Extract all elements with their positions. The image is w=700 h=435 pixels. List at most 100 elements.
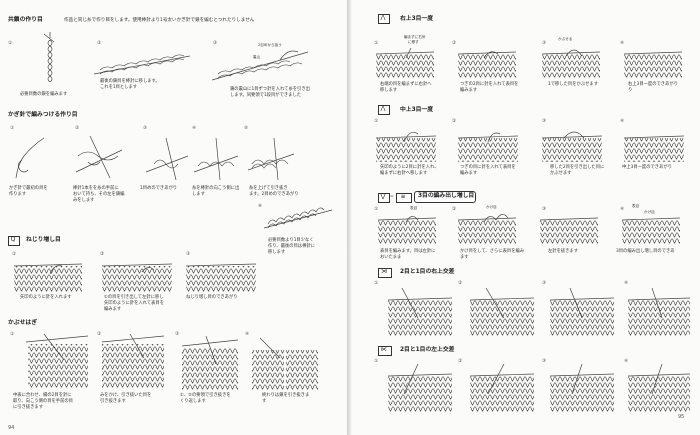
step-caption: 左針を抜きます — [548, 249, 579, 254]
equals-sign: = — [390, 194, 394, 199]
right-cross-icon: ⋊ — [381, 268, 387, 275]
symbol-box — [378, 268, 392, 278]
bind-off-swatch-diagram — [181, 336, 239, 390]
step-caption: 編みます — [460, 88, 478, 93]
cable-swatch-diagram — [550, 288, 615, 336]
step-caption: ①の目を引き出して左針に移し — [104, 295, 164, 300]
step-number: ⑤ — [244, 126, 249, 131]
knit-swatch-diagram — [376, 48, 435, 78]
step-number: ① — [10, 332, 15, 337]
callout-label: 表目 — [632, 204, 640, 208]
pick-up-loops-diagram — [211, 50, 309, 81]
cable-swatch-diagram — [628, 364, 691, 412]
first-stitch-diagram — [145, 137, 189, 181]
step-caption: つぎの目に針を入れて表目を — [460, 165, 516, 170]
section-title: 3目の編み出し増し目 — [418, 193, 475, 199]
step-caption: 移した2目を引き出した目に — [550, 165, 605, 170]
callout-label: かけ目 — [644, 210, 655, 214]
cable-swatch-diagram — [388, 364, 453, 412]
step-number: ③ — [186, 252, 191, 257]
bind-off-swatch-diagram — [101, 334, 165, 388]
callout-label: 編まずに右針 — [404, 35, 426, 39]
left-cross-icon: ⋉ — [381, 346, 387, 353]
step-caption: かけ目をして、さらに表目を編み — [460, 249, 525, 254]
cable-swatch-diagram — [628, 288, 691, 336]
callout-label: かぶせる — [558, 37, 573, 41]
chain-on-needle-diagram — [93, 54, 191, 75]
book-gutter — [347, 0, 352, 435]
knit-swatch-diagram — [102, 263, 173, 292]
page-number: 95 — [678, 414, 685, 420]
center-3-together-icon: ⋀ — [380, 105, 386, 112]
callout-label: に移す — [408, 40, 419, 44]
step-caption: 表目を編みます。目は左針に — [380, 249, 436, 254]
section-title: かぶせはぎ — [8, 320, 37, 326]
step-number: ④ — [624, 359, 629, 364]
step-caption: 中上3目一度のできあがり — [622, 165, 672, 170]
step-caption: します — [192, 192, 205, 197]
step-number: ③ — [143, 126, 148, 131]
knit-swatch-diagram — [542, 131, 603, 162]
step-number: ② — [452, 119, 457, 124]
step-caption: 中表に合わせ、縁の2目を針に — [13, 393, 72, 398]
section-title: 2目と1目の左上交差 — [400, 347, 455, 353]
cable-swatch-diagram — [470, 364, 535, 412]
step-caption: 鎖の裏山に1目ずつ針を入れて糸を引き出 — [230, 87, 310, 92]
step-caption: 作ります — [9, 192, 27, 197]
step-number: ④ — [620, 119, 625, 124]
step-number: ④ — [192, 126, 197, 131]
step-caption: 引き抜きます — [100, 399, 126, 404]
step-caption: 必要目数より1目少なく — [268, 238, 314, 243]
section-title: 2目と1目の右上交差 — [400, 269, 455, 275]
cast-on-row-diagram — [263, 207, 333, 229]
step-caption: 取り、向こう側の目を手前の目 — [13, 399, 73, 404]
chain-diagram — [43, 32, 55, 83]
step-caption: 矢印のように2目に針を入れ、 — [380, 165, 439, 170]
step-caption: 終わりは鎖を引き抜きま — [262, 393, 310, 398]
step-caption: くり返します — [180, 399, 206, 404]
step-caption: おいたまま — [380, 255, 402, 260]
right-page: ⋀ 右上3目一度 ① ② ③ ④ 編まずに右針 に移す かぶせる 右端の目を編ま… — [352, 0, 700, 435]
step-number: ② — [458, 359, 463, 364]
symbol-box — [378, 105, 390, 115]
knit-swatch-diagram — [14, 263, 83, 292]
step-caption: 右端の目を編まずに右針へ — [380, 82, 432, 87]
step-caption: 必要目数の鎖を編みます — [20, 92, 68, 97]
step-caption: します。同要領で1段目ができました — [230, 93, 302, 98]
step-number: ② — [452, 207, 457, 212]
step-number: ① — [8, 41, 13, 46]
step-number: ③ — [175, 332, 180, 337]
step-caption: 編みます — [460, 171, 478, 176]
step-number: ④ — [620, 207, 625, 212]
step-number: ⑥ — [258, 204, 263, 209]
step-caption: 矢印のように針を入れて表目を — [104, 301, 165, 306]
step-caption: 棒針1本をを糸の手前に — [73, 186, 119, 191]
step-number: ④ — [620, 41, 625, 46]
callout-label: 表目 — [410, 206, 418, 210]
step-number: ③ — [213, 41, 218, 46]
step-caption: 右上3目一度のできあがり — [628, 82, 678, 87]
knit-swatch-diagram — [624, 135, 685, 162]
symbol-box — [378, 193, 390, 203]
knit-swatch-diagram — [540, 217, 599, 244]
section-title: 中上3目一度 — [400, 107, 434, 113]
step-caption: す — [262, 399, 267, 404]
step-caption: ます — [460, 255, 469, 260]
step-caption: かぎ針で最初の目を — [9, 186, 48, 191]
step-caption: ます。2目めのできあがり — [249, 192, 299, 197]
knit-swatch-diagram — [624, 51, 683, 78]
step-caption: 最後の鎖目を棒針に移します。 — [100, 79, 160, 84]
step-caption: ①、②の要領で引き抜きを — [180, 393, 231, 398]
knit-swatch-diagram — [622, 217, 681, 244]
section-title: 右上3目一度 — [400, 16, 434, 22]
knit-swatch-diagram — [376, 131, 437, 162]
bind-off-swatch-diagram — [252, 337, 318, 390]
section-title: 共鎖の作り目 — [8, 17, 43, 23]
step-caption: 矢印のように針を入れます — [20, 295, 72, 300]
step-caption: 作り、最後の目は棒針に — [268, 244, 316, 249]
symbol-box — [378, 346, 392, 356]
step-number: ① — [12, 252, 17, 257]
callout-label: かけ目 — [486, 205, 497, 209]
step-caption: ねじり増し目のできあがり — [186, 295, 238, 300]
knit-swatch-diagram — [542, 49, 601, 78]
